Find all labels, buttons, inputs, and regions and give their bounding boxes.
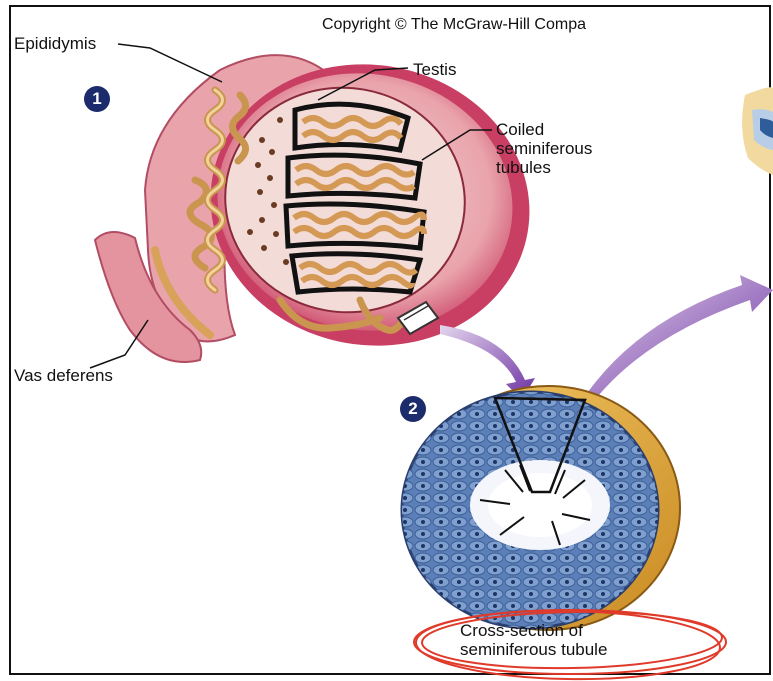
partial-figure-right	[742, 87, 773, 175]
label-vas-deferens: Vas deferens	[14, 366, 113, 385]
cross-section-illustration	[400, 386, 680, 630]
label-coiled-line1: Coiled	[496, 120, 544, 139]
caption-line-2: seminiferous tubule	[460, 640, 607, 659]
step-2-badge: 2	[400, 396, 426, 422]
label-epididymis: Epididymis	[14, 34, 96, 53]
label-coiled-line2: seminiferous	[496, 139, 592, 158]
step-1-badge: 1	[84, 86, 110, 112]
cross-section-caption: Cross-section of seminiferous tubule	[460, 621, 607, 659]
label-testis: Testis	[413, 60, 456, 79]
caption-line-1: Cross-section of	[460, 621, 607, 640]
copyright-notice: Copyright © The McGraw-Hill Compa	[322, 16, 586, 34]
arrow-to-right-panel	[588, 275, 773, 396]
label-coiled-line3: tubules	[496, 158, 551, 177]
